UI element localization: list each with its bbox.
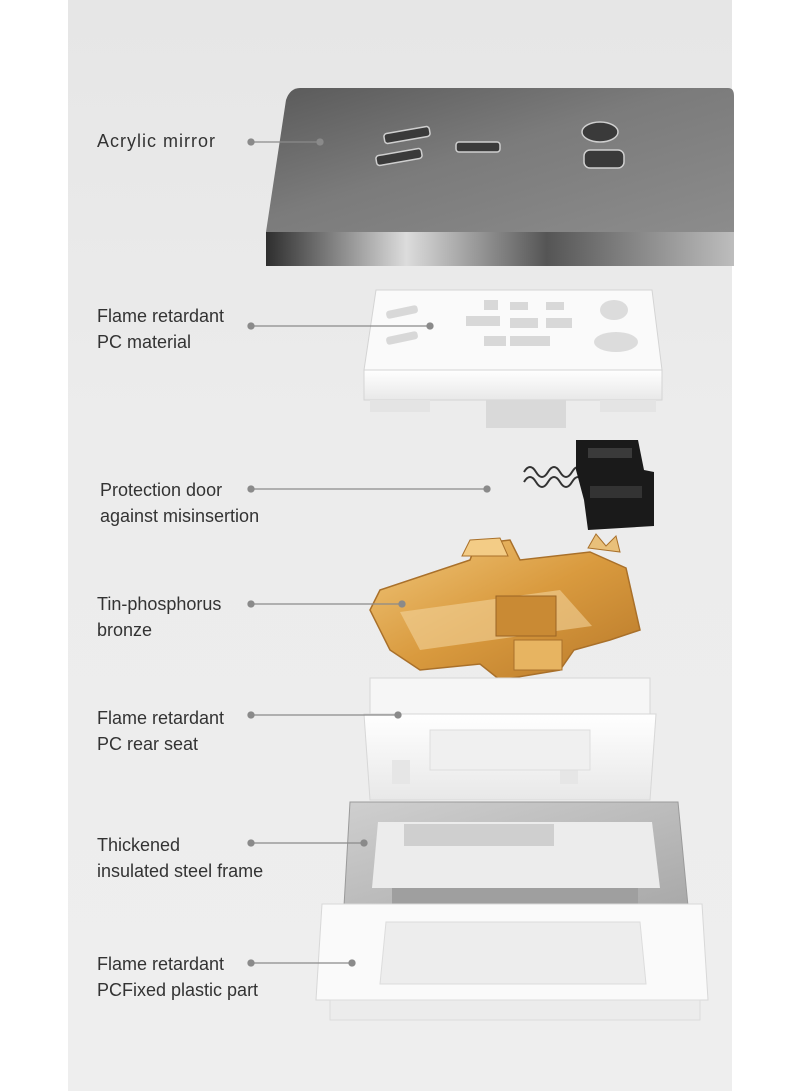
label-pc-material: Flame retardant PC material [97,303,297,355]
bronze-contacts [369,533,641,681]
label-plastic-part-line1: Flame retardant [97,954,225,974]
pc-top-plate [363,289,663,428]
label-steel-frame-line1: Thickened [97,835,181,855]
protection-door-assembly [523,440,654,530]
label-rear-seat-line2: PC rear seat [97,734,199,754]
label-protection-door-line2: against misinsertion [100,506,260,526]
label-steel-frame-line2: insulated steel frame [97,861,264,881]
steel-frame [343,801,689,907]
label-plastic-part: Flame retardant PCFixed plastic part [97,951,297,1003]
label-pc-material-line2: PC material [97,332,192,352]
label-protection-door: Protection door against misinsertion [100,477,300,529]
label-protection-door-line1: Protection door [100,480,223,500]
acrylic-mirror-panel [266,88,734,266]
label-bronze: Tin-phosphorus bronze [97,591,297,643]
label-acrylic-mirror: Acrylic mirror [97,128,297,154]
label-rear-seat: Flame retardant PC rear seat [97,705,297,757]
pc-fixed-plastic-part [315,903,709,1021]
pc-rear-seat [363,677,657,820]
label-acrylic-line1: Acrylic mirror [97,131,216,151]
leader-lines [247,138,491,967]
label-steel-frame: Thickened insulated steel frame [97,832,297,884]
label-bronze-line2: bronze [97,620,153,640]
label-bronze-line1: Tin-phosphorus [97,594,222,614]
label-rear-seat-line1: Flame retardant [97,708,225,728]
label-pc-material-line1: Flame retardant [97,306,225,326]
label-plastic-part-line2: PCFixed plastic part [97,980,259,1000]
